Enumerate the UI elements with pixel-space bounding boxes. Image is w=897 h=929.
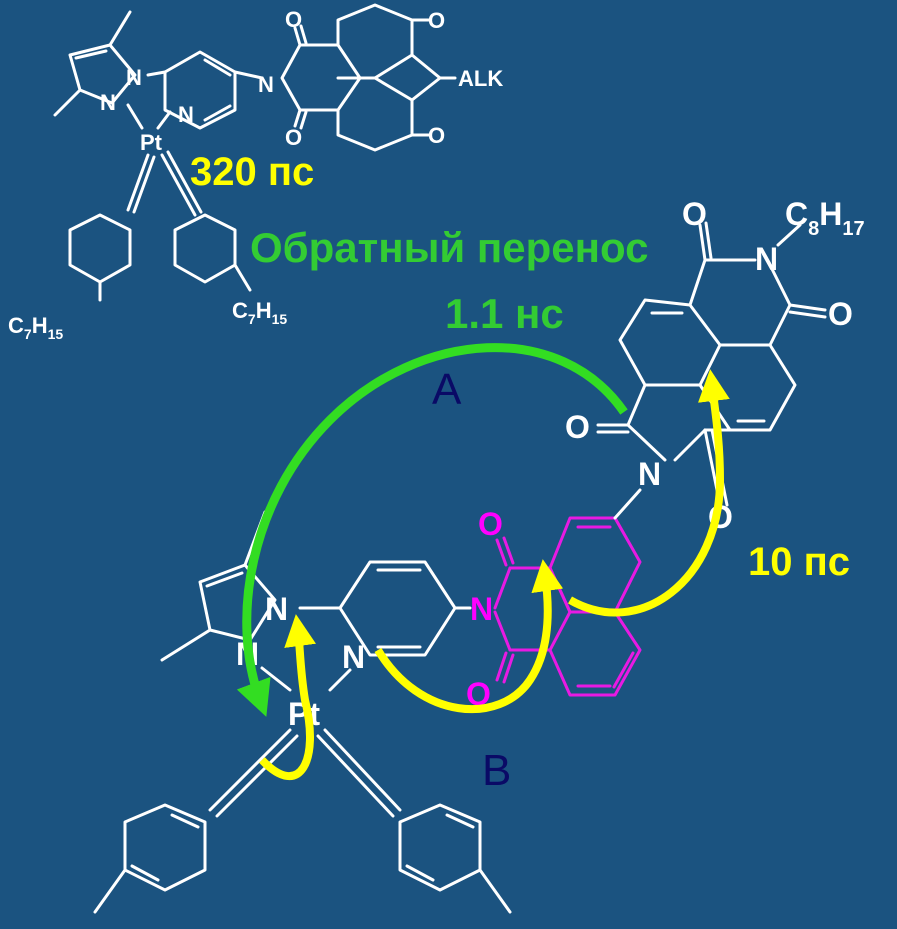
top-pt: Pt xyxy=(140,130,163,155)
back-transfer-label: Обратный перенос xyxy=(250,224,649,271)
pyridine-to-magenta-arrow xyxy=(374,559,564,714)
main-o-ndi-1: O xyxy=(565,409,590,445)
main-n-imide-ndi-1: N xyxy=(638,456,661,492)
back-transfer-time: 1.1 нс xyxy=(445,290,564,337)
top-n-pyridine: N xyxy=(178,102,194,127)
top-n-pyrazole-1: N xyxy=(126,65,142,90)
top-o-4: O xyxy=(428,123,445,148)
main-alkyl: C8H17 xyxy=(785,196,865,240)
forward-transfer-time: 10 пс xyxy=(748,540,850,584)
top-o-2: O xyxy=(285,125,302,150)
path-label-a: A xyxy=(432,365,462,414)
top-alkyl-right: C7H15 xyxy=(232,298,287,327)
main-o-ndi-4: O xyxy=(682,196,707,232)
electron-transfer-arrows xyxy=(236,343,730,780)
back-transfer-arrow xyxy=(236,343,628,717)
main-n-pyridine: N xyxy=(342,639,365,675)
top-alkyl-left: C7H15 xyxy=(8,313,63,342)
time-label-320ps: 320 пс xyxy=(190,150,314,194)
path-label-b: B xyxy=(482,746,511,795)
top-alk: ALK xyxy=(458,66,503,91)
top-molecule: N N N N Pt O O O O ALK C7H15 C7H15 xyxy=(8,3,503,342)
main-n-pyrazole-1: N xyxy=(265,591,288,627)
main-o-ndi-3: O xyxy=(828,296,853,332)
pt-to-pyrazole-arrow xyxy=(259,614,316,780)
main-n-imide-ndi-2: N xyxy=(755,241,778,277)
top-n-imide: N xyxy=(258,72,274,97)
top-o-3: O xyxy=(428,8,445,33)
main-n-imide-magenta: N xyxy=(470,591,493,627)
magenta-to-ndi-arrow xyxy=(568,369,730,617)
top-o-1: O xyxy=(285,7,302,32)
main-o-magenta-1: O xyxy=(478,506,503,542)
top-n-pyrazole-2: N xyxy=(100,90,116,115)
